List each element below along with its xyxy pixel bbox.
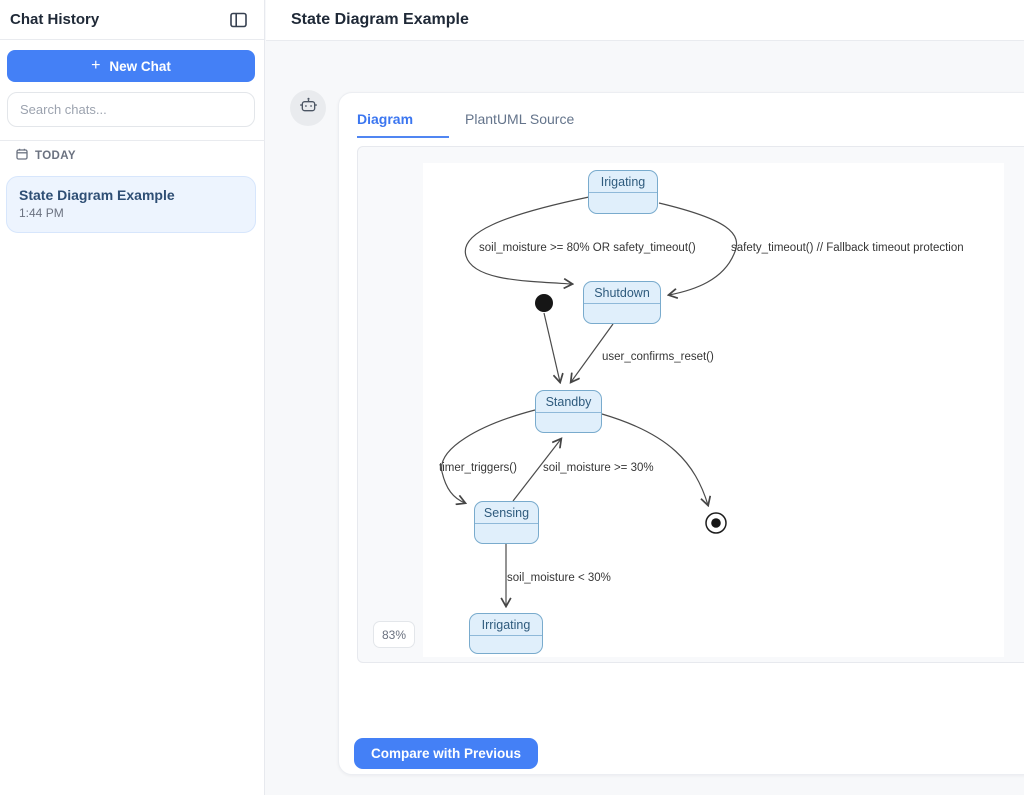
chat-item-time: 1:44 PM [19,206,64,221]
calendar-icon [16,147,28,165]
state-shutdown: Shutdown [583,281,661,324]
section-today: TODAY [16,147,76,165]
edge-initial-standby [543,312,560,382]
edge-standby-sensing [441,409,536,503]
state-sensing-label: Sensing [475,502,538,524]
chat-list-item[interactable]: State Diagram Example 1:44 PM [6,176,256,233]
page-title: State Diagram Example [291,11,469,28]
transition-label: timer_triggers() [439,462,517,474]
chat-item-title: State Diagram Example [19,187,175,203]
state-shutdown-label: Shutdown [584,282,660,304]
sidebar: Chat History + New Chat [0,0,265,795]
transition-label: soil_moisture >= 30% [543,462,654,474]
robot-icon [299,96,318,120]
sidebar-header: Chat History [0,0,264,40]
edge-irigating-shutdown-right [658,202,738,295]
transition-label: user_confirms_reset() [602,351,714,363]
edge-irigating-shutdown-left [464,196,590,284]
sidebar-collapse-icon[interactable] [228,10,248,30]
edge-shutdown-standby [571,323,614,382]
state-irigating-label: Irigating [589,171,657,193]
edge-standby-final [601,413,708,505]
plantuml-diagram: Irigating Shutdown Standby Sensing Irrig… [423,163,1004,657]
diagram-edges [441,196,738,657]
state-standby-label: Standby [536,391,601,413]
state-irigating: Irigating [588,170,658,214]
state-standby: Standby [535,390,602,433]
new-chat-button[interactable]: + New Chat [7,50,255,82]
tab-bar: Diagram PlantUML Source [357,111,1019,141]
main-content: Diagram PlantUML Source [266,41,1024,795]
new-chat-label: New Chat [109,58,171,74]
state-irrigating-label: Irrigating [470,614,542,636]
message-card: Diagram PlantUML Source [338,92,1024,775]
initial-state-dot [535,294,553,312]
main-header: State Diagram Example [266,0,1024,41]
transition-label: soil_moisture >= 80% OR safety_timeout() [479,242,696,254]
search-input[interactable] [7,92,255,127]
sidebar-title: Chat History [10,11,100,28]
state-sensing: Sensing [474,501,539,544]
final-state-inner [711,518,721,528]
sidebar-divider [0,140,265,141]
tab-plantuml-source[interactable]: PlantUML Source [465,111,575,127]
edge-sensing-standby [512,439,561,502]
transition-label: soil_moisture < 30% [507,572,611,584]
compare-with-previous-button[interactable]: Compare with Previous [354,738,539,769]
plus-icon: + [91,57,101,74]
section-label: TODAY [35,150,76,162]
transition-label: safety_timeout() // Fallback timeout pro… [731,242,964,254]
assistant-avatar [290,90,326,126]
state-irrigating: Irrigating [469,613,543,654]
zoom-level-badge: 83% [373,621,415,648]
tab-diagram[interactable]: Diagram [357,111,450,138]
diagram-viewer[interactable]: Irigating Shutdown Standby Sensing Irrig… [357,146,1024,663]
